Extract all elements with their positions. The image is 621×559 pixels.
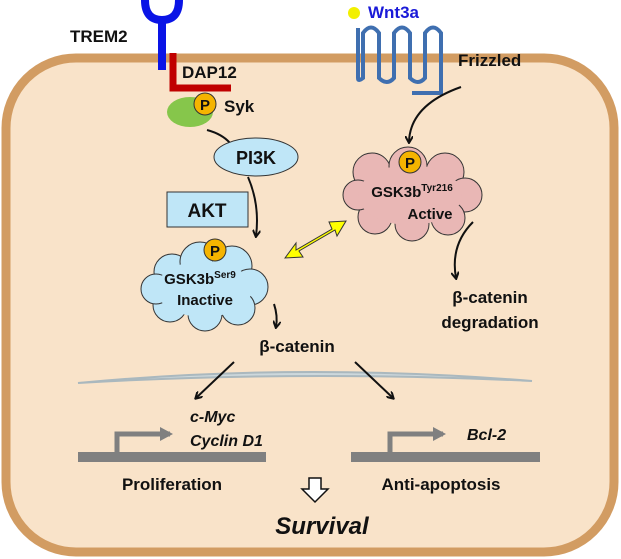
svg-text:P: P: [200, 97, 210, 114]
promoter-arrow-left: [114, 427, 173, 452]
gene-cyclin-d1: Cyclin D1: [190, 433, 263, 450]
hollow-down-arrow-icon: [300, 477, 330, 504]
wnt3a-ligand: [348, 7, 360, 19]
proliferation-label: Proliferation: [122, 475, 222, 494]
arrow-gsk-betacatenin: [274, 303, 277, 327]
beta-catenin-label: β-catenin: [259, 337, 335, 356]
gsk3b-inactive-label: GSK3bSer9: [164, 270, 236, 288]
degradation-label-2: degradation: [441, 313, 538, 332]
syk-label: Syk: [224, 97, 255, 116]
phospho-badge: P: [203, 238, 227, 262]
wnt3a-label: Wnt3a: [368, 3, 420, 22]
dap12-adaptor: [169, 53, 231, 92]
arrow-syk-pi3k: [206, 129, 231, 144]
arrow-to-antiapoptosis-genes: [354, 361, 393, 398]
frizzled-label: Frizzled: [458, 51, 521, 70]
frizzled-receptor: [356, 25, 443, 95]
gsk3b-inactive-cloud: [140, 241, 269, 332]
akt-box: [166, 191, 249, 228]
phospho-badge: P: [398, 150, 422, 174]
arrow-to-degradation: [455, 221, 474, 278]
arrow-to-proliferation-genes: [196, 361, 235, 398]
dap12-label: DAP12: [182, 63, 237, 82]
svg-text:P: P: [210, 243, 220, 260]
arrow-frizzled-gsk: [409, 86, 462, 142]
gene-c-myc: c-Myc: [190, 409, 235, 426]
anti-apoptosis-label: Anti-apoptosis: [382, 475, 501, 494]
gsk3b-active-state: Active: [407, 206, 452, 223]
survival-label: Survival: [275, 513, 370, 540]
arrow-pi3k-gsk: [247, 176, 257, 236]
gsk3b-active-label: GSK3bTyr216: [371, 183, 453, 201]
phospho-badge: P: [193, 92, 217, 116]
svg-text:P: P: [405, 155, 415, 172]
gsk3b-inactive-state: Inactive: [177, 292, 233, 309]
gsk3b-active-cloud: [342, 146, 483, 242]
pi3k-shape: [213, 137, 299, 177]
gene-bcl2: Bcl-2: [467, 427, 506, 444]
gene-dna-left: [78, 452, 266, 462]
trem2-label: TREM2: [70, 27, 128, 46]
degradation-label-1: β-catenin: [452, 288, 528, 307]
akt-label: AKT: [187, 201, 226, 222]
double-arrow-icon: [283, 220, 347, 259]
gene-dna-right: [351, 452, 540, 462]
trem2-receptor: [141, 0, 183, 70]
pi3k-label: PI3K: [236, 148, 276, 168]
promoter-arrow-right: [387, 427, 446, 452]
